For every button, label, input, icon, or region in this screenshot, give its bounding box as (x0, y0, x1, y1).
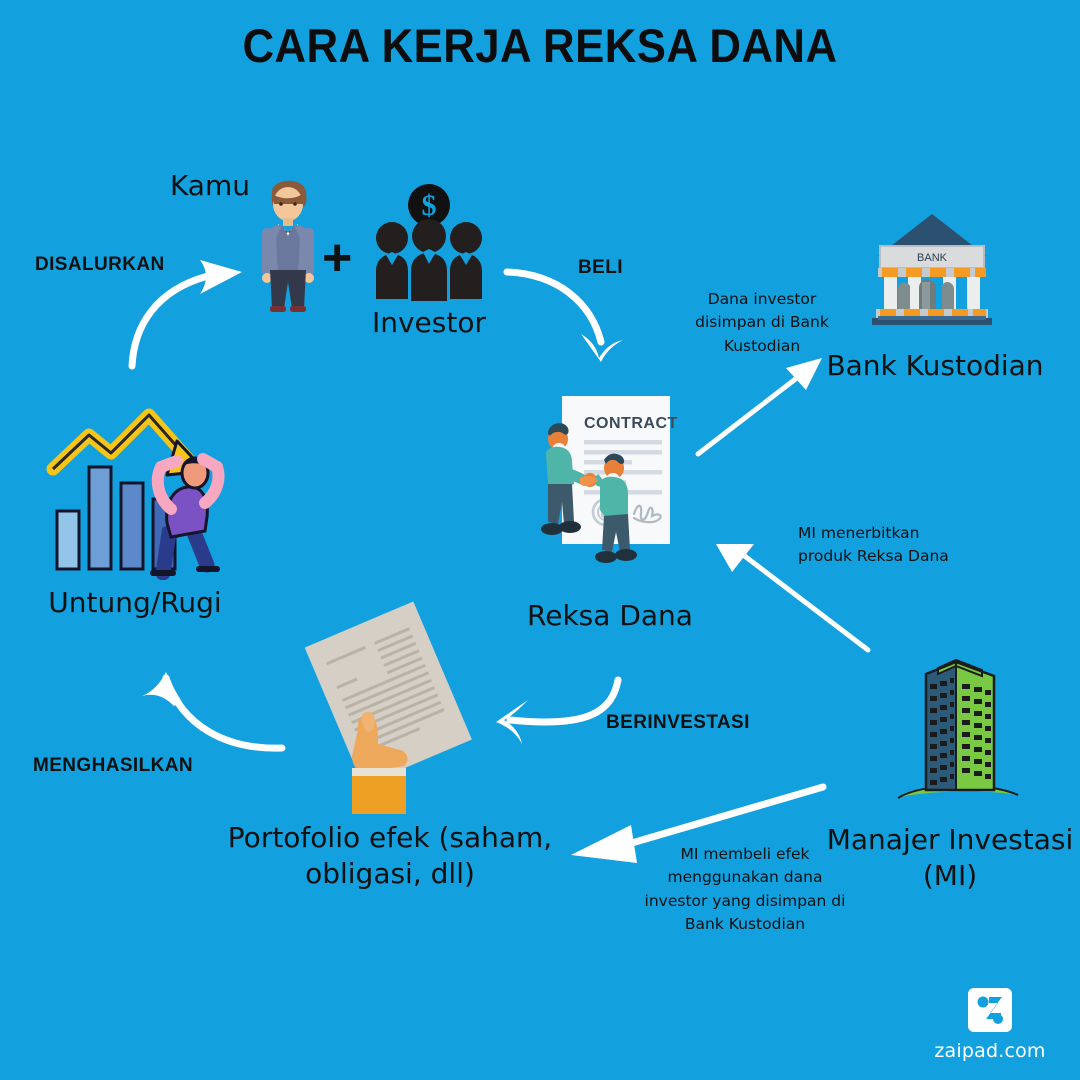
bank-building-icon: BANK (872, 214, 992, 325)
node-manajer-investasi (890, 640, 1030, 814)
node-bank-label: Bank Kustodian (826, 349, 1044, 382)
node-untung-rugi-label: Untung/Rugi (48, 586, 222, 619)
node-kamu (248, 168, 328, 317)
annotation-mi-buy-note: MI membeli efek menggunakan dana investo… (644, 845, 846, 933)
arrow-reksadana-to-bank (695, 358, 822, 457)
node-untung-rugi (45, 405, 235, 584)
contract-handshake-icon: CONTRACT (541, 396, 678, 563)
arrow-disalurkan (128, 260, 242, 370)
person-standing-icon (262, 180, 314, 312)
footer-logo[interactable]: zaipad.com (915, 988, 1065, 1062)
arrow-beli (503, 268, 623, 362)
svg-text:$: $ (422, 189, 437, 222)
zaipad-z-logo-icon (968, 988, 1012, 1032)
svg-text:CONTRACT: CONTRACT (584, 415, 678, 432)
node-reksa-dana-label: Reksa Dana (527, 599, 693, 632)
node-bank: BANK (862, 212, 1002, 334)
plus-sign: + (322, 229, 353, 287)
office-tower-icon (897, 658, 1019, 799)
arrow-mi-to-reksadana (716, 544, 871, 653)
node-portofolio (300, 600, 480, 819)
arrow-menghasilkan (142, 672, 286, 752)
step-label-menghasilkan: MENGHASILKAN (33, 755, 193, 776)
step-label-berinvestasi: BERINVESTASI (606, 712, 750, 733)
node-investor: $ (370, 183, 488, 309)
node-investor-label: Investor (371, 306, 486, 339)
step-label-disalurkan: DISALURKAN (35, 254, 165, 275)
arrow-mi-to-portofolio (571, 783, 827, 863)
node-kamu-label: Kamu (169, 169, 250, 202)
hand-holding-document-icon (304, 601, 472, 814)
annotation-bank-note: Dana investor disimpan di Bank Kustodian (695, 290, 829, 355)
step-label-beli: BELI (578, 257, 623, 278)
node-reksa-dana: CONTRACT (528, 392, 678, 581)
page-title: CARA KERJA REKSA DANA (242, 19, 838, 72)
node-manajer-investasi-label: Manajer Investasi (MI) (826, 823, 1074, 892)
node-portofolio-label: Portofolio efek (saham, obligasi, dll) (227, 821, 553, 890)
annotation-mi-issue-note: MI menerbitkan produk Reksa Dana (798, 524, 949, 566)
svg-text:BANK: BANK (917, 252, 948, 264)
footer-logo-text: zaipad.com (934, 1040, 1046, 1062)
bar-chart-with-person-icon (46, 408, 225, 581)
arrow-berinvestasi (496, 676, 622, 744)
group-of-people-with-dollar-coin-icon: $ (376, 184, 482, 301)
